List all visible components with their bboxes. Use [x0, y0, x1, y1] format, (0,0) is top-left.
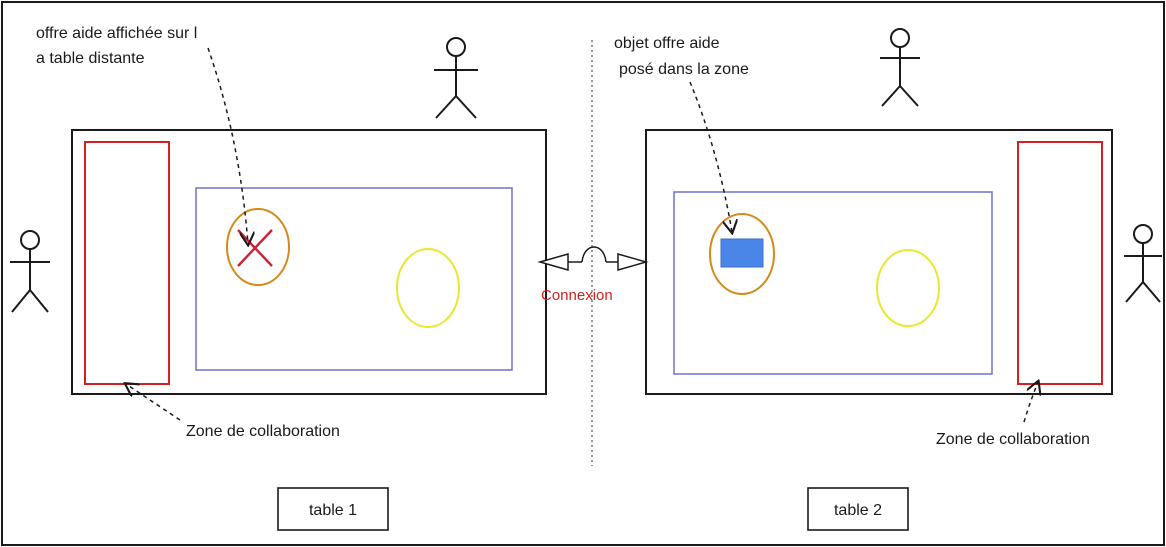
- object-offer-label-line1: objet offre aide: [614, 35, 720, 52]
- collab-zone-left: [84, 141, 170, 385]
- arrow-collab-right: [1023, 382, 1038, 423]
- connexion-label: Connexion: [541, 287, 613, 304]
- table-2-name-box: table 2: [807, 487, 909, 531]
- orange-circle-right: [709, 213, 775, 295]
- stick-figure-icon: [880, 28, 920, 107]
- blue-rectangle-icon: [720, 238, 764, 268]
- arrow-object-offer: [689, 81, 732, 232]
- table-1-surface: [71, 129, 547, 395]
- table-1-name-box: table 1: [277, 487, 389, 531]
- orange-circle-left: [226, 208, 290, 286]
- play-area-right: [673, 191, 993, 375]
- arrow-collab-left: [126, 384, 181, 421]
- table-2-label: table 2: [834, 502, 882, 519]
- collab-zone-label-right: Zone de collaboration: [936, 431, 1090, 448]
- table-1-label: table 1: [309, 502, 357, 519]
- play-area-left: [195, 187, 513, 371]
- yellow-circle-left: [396, 248, 460, 328]
- stick-figure-icon: [10, 230, 50, 313]
- stick-figure-icon: [434, 37, 478, 119]
- table-2-group: [645, 129, 1113, 395]
- table-1-group: [71, 129, 547, 395]
- stick-figure-icon: [1124, 224, 1162, 303]
- remote-offer-label-line1: offre aide affichée sur l: [36, 25, 197, 42]
- remote-offer-label-line2: a table distante: [36, 50, 145, 67]
- yellow-circle-right: [876, 249, 940, 327]
- collab-zone-label-left: Zone de collaboration: [186, 423, 340, 440]
- object-offer-label-line2: posé dans la zone: [619, 61, 749, 78]
- arrow-remote-offer: [207, 47, 248, 244]
- double-arrow-icon: [537, 246, 649, 271]
- x-mark-icon: [237, 229, 273, 267]
- collab-zone-right: [1017, 141, 1103, 385]
- table-2-surface: [645, 129, 1113, 395]
